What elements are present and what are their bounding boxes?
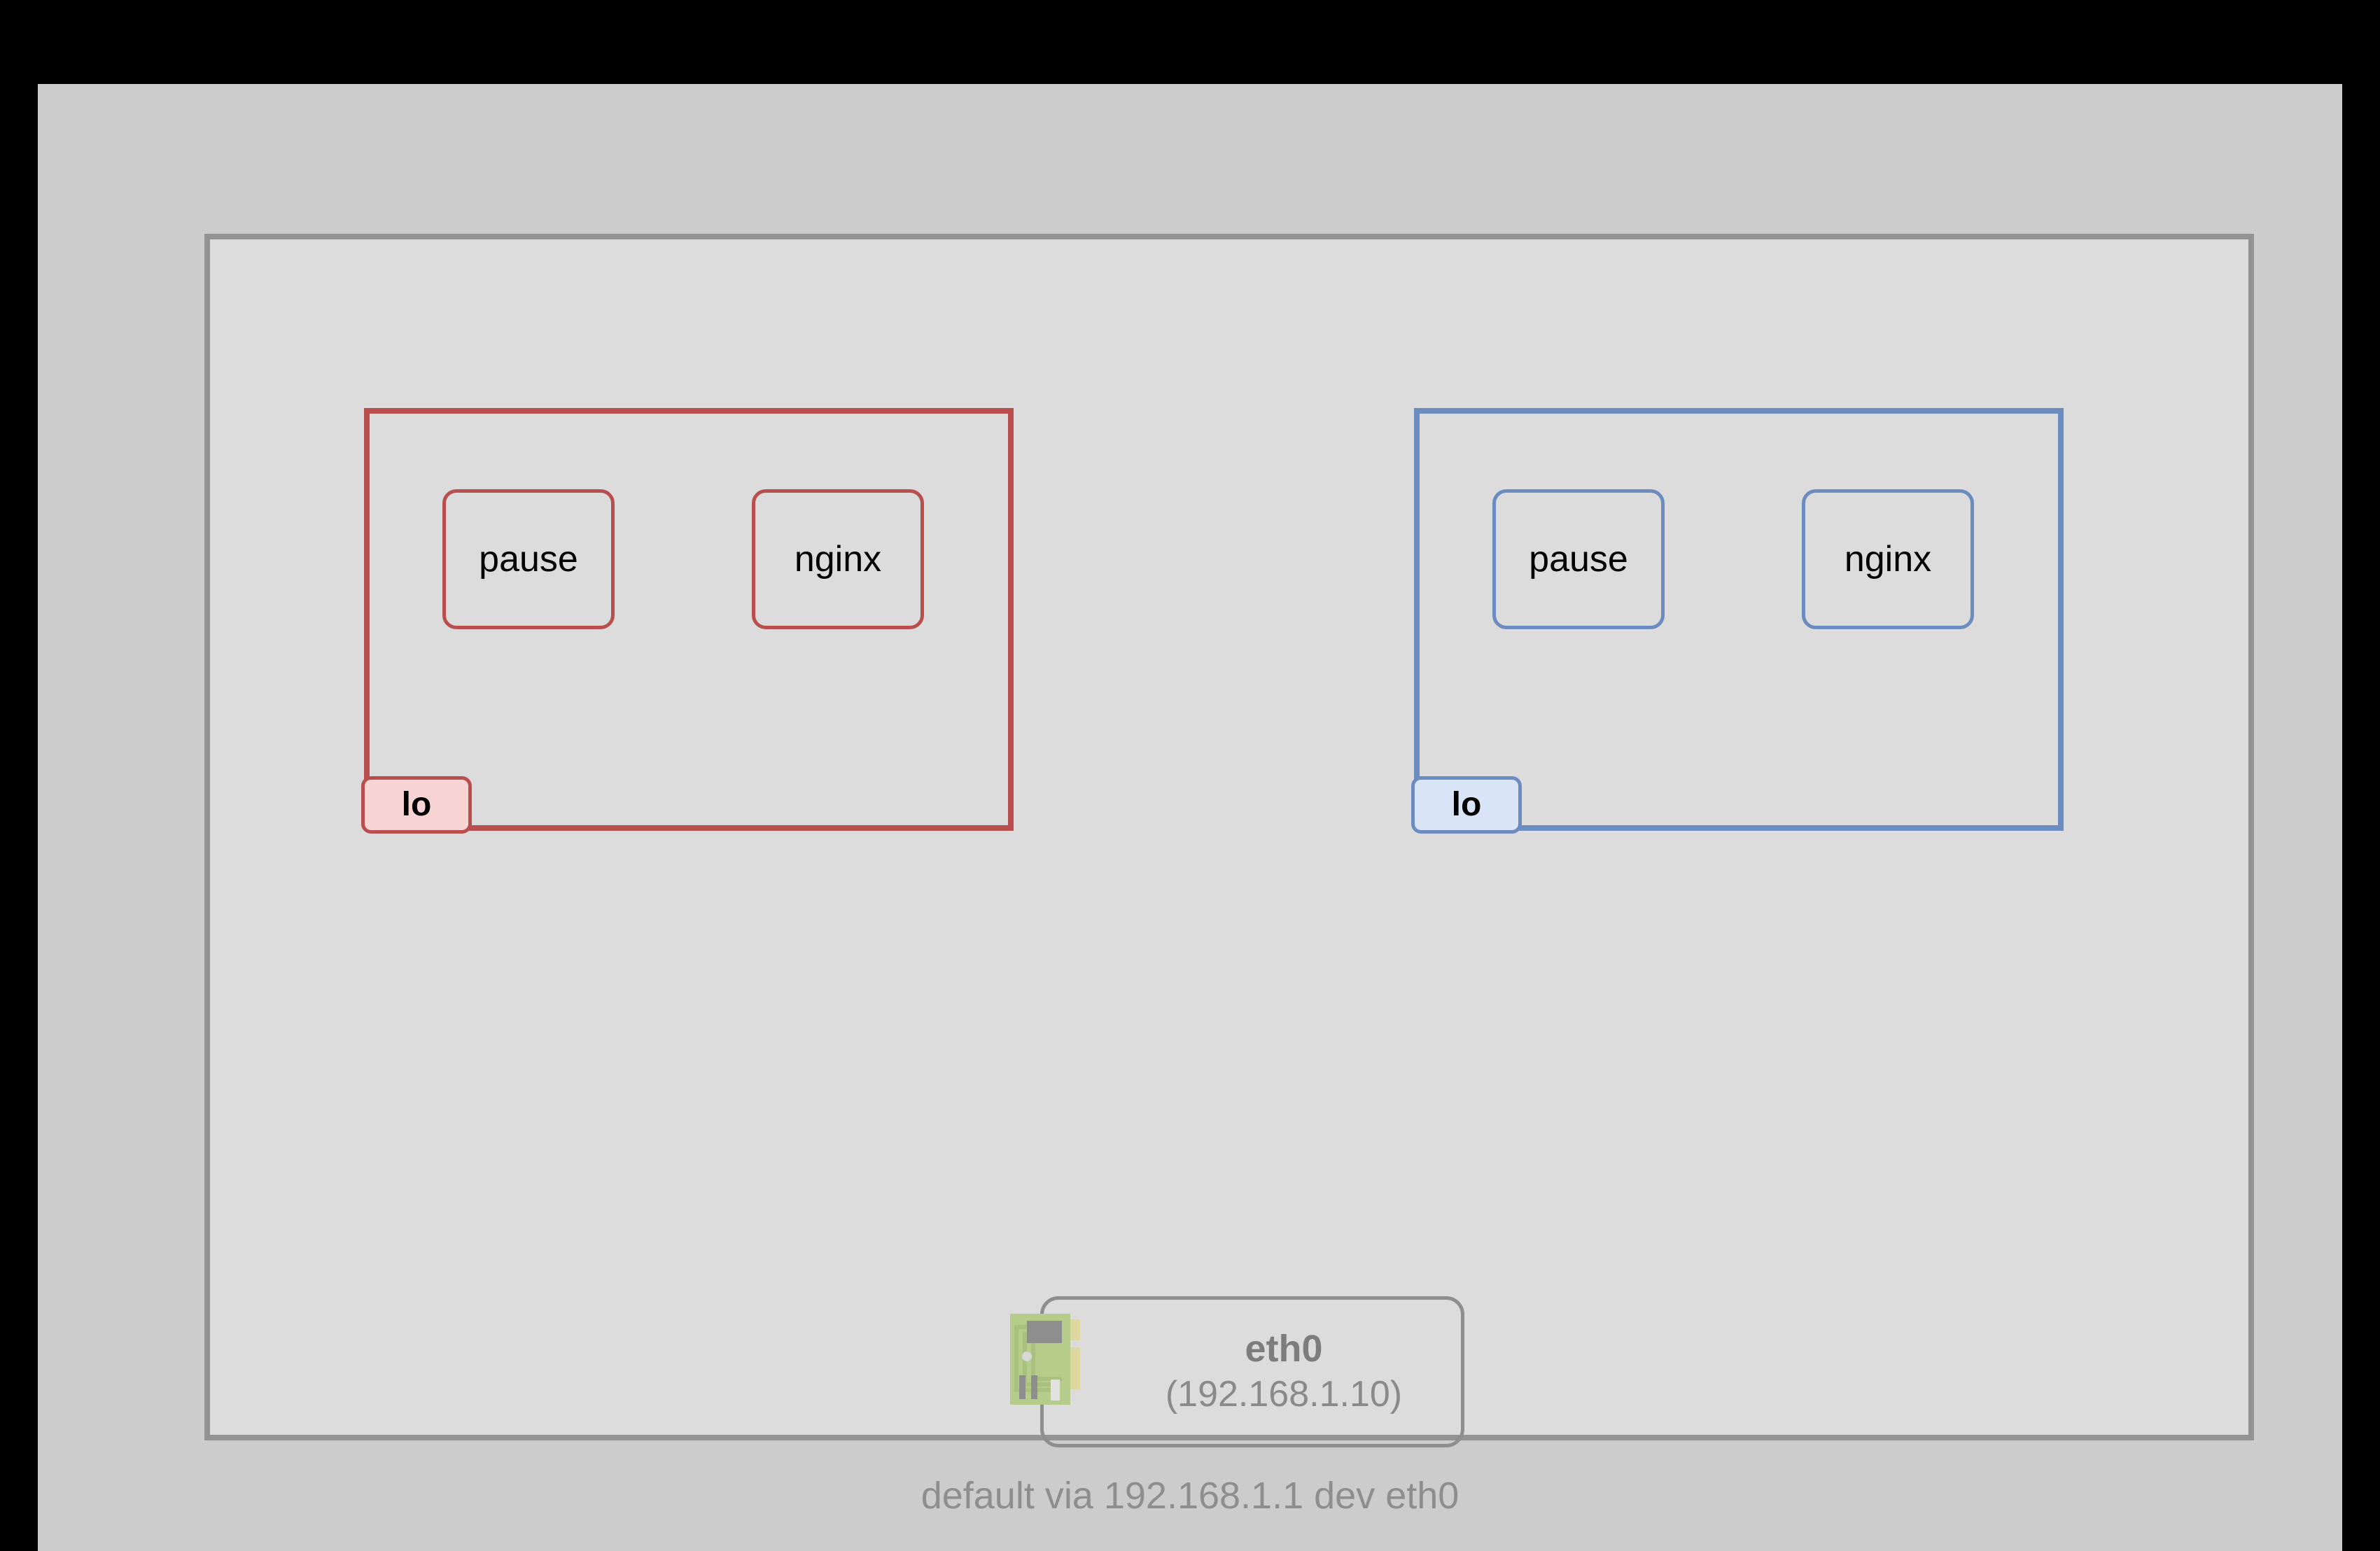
container-nginx-red[interactable]: nginx — [752, 489, 924, 629]
container-label: nginx — [1844, 539, 1932, 580]
nic-pin-left — [1019, 1375, 1026, 1399]
container-pause-blue[interactable]: pause — [1492, 489, 1665, 629]
container-pause-red[interactable]: pause — [442, 489, 615, 629]
loopback-interface-badge-red[interactable]: lo — [361, 776, 472, 834]
network-namespace-red[interactable]: pause nginx lo — [361, 408, 1014, 834]
interface-label: lo — [1451, 786, 1482, 823]
nic-pin-right — [1031, 1375, 1037, 1399]
container-label: pause — [1529, 539, 1628, 580]
network-namespace-blue[interactable]: pause nginx lo — [1411, 408, 2064, 834]
nic-trace-inner — [1031, 1339, 1062, 1381]
host-node-container: pause nginx lo pause nginx lo — [204, 234, 2254, 1447]
default-route-caption: default via 192.168.1.1 dev eth0 — [920, 1475, 1460, 1517]
container-nginx-blue[interactable]: nginx — [1802, 489, 1974, 629]
container-label: nginx — [794, 539, 882, 580]
container-label: pause — [479, 539, 578, 580]
eth0-label-group: eth0 (192.168.1.10) — [1102, 1326, 1402, 1417]
host-interface-eth0-node[interactable]: eth0 (192.168.1.10) — [1010, 1296, 1464, 1447]
loopback-interface-badge-blue[interactable]: lo — [1411, 776, 1522, 834]
network-card-icon — [1010, 1314, 1094, 1405]
nic-chip — [1027, 1321, 1062, 1343]
eth0-interface-name: eth0 — [1245, 1328, 1323, 1370]
eth0-ip-address: (192.168.1.10) — [1165, 1374, 1403, 1415]
nic-capacitor-dot — [1022, 1352, 1032, 1361]
nic-slot — [1051, 1380, 1060, 1401]
interface-label: lo — [401, 786, 432, 823]
diagram-page: pause nginx lo pause nginx lo — [38, 84, 2342, 1551]
